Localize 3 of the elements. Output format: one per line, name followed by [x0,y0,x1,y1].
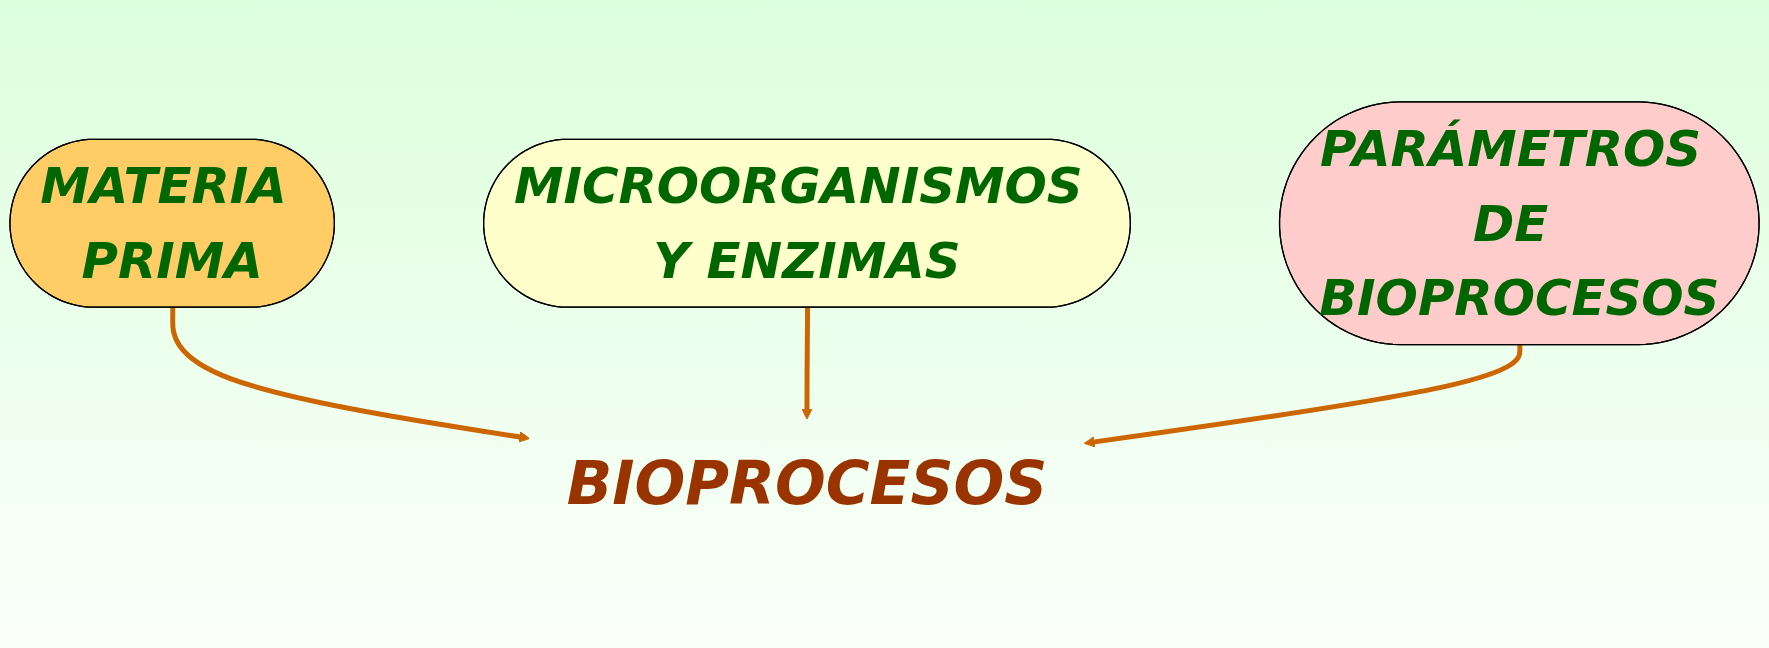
node-text: BIOPROCESOS [566,447,1048,518]
arrow [801,307,813,420]
arrow [170,307,530,443]
